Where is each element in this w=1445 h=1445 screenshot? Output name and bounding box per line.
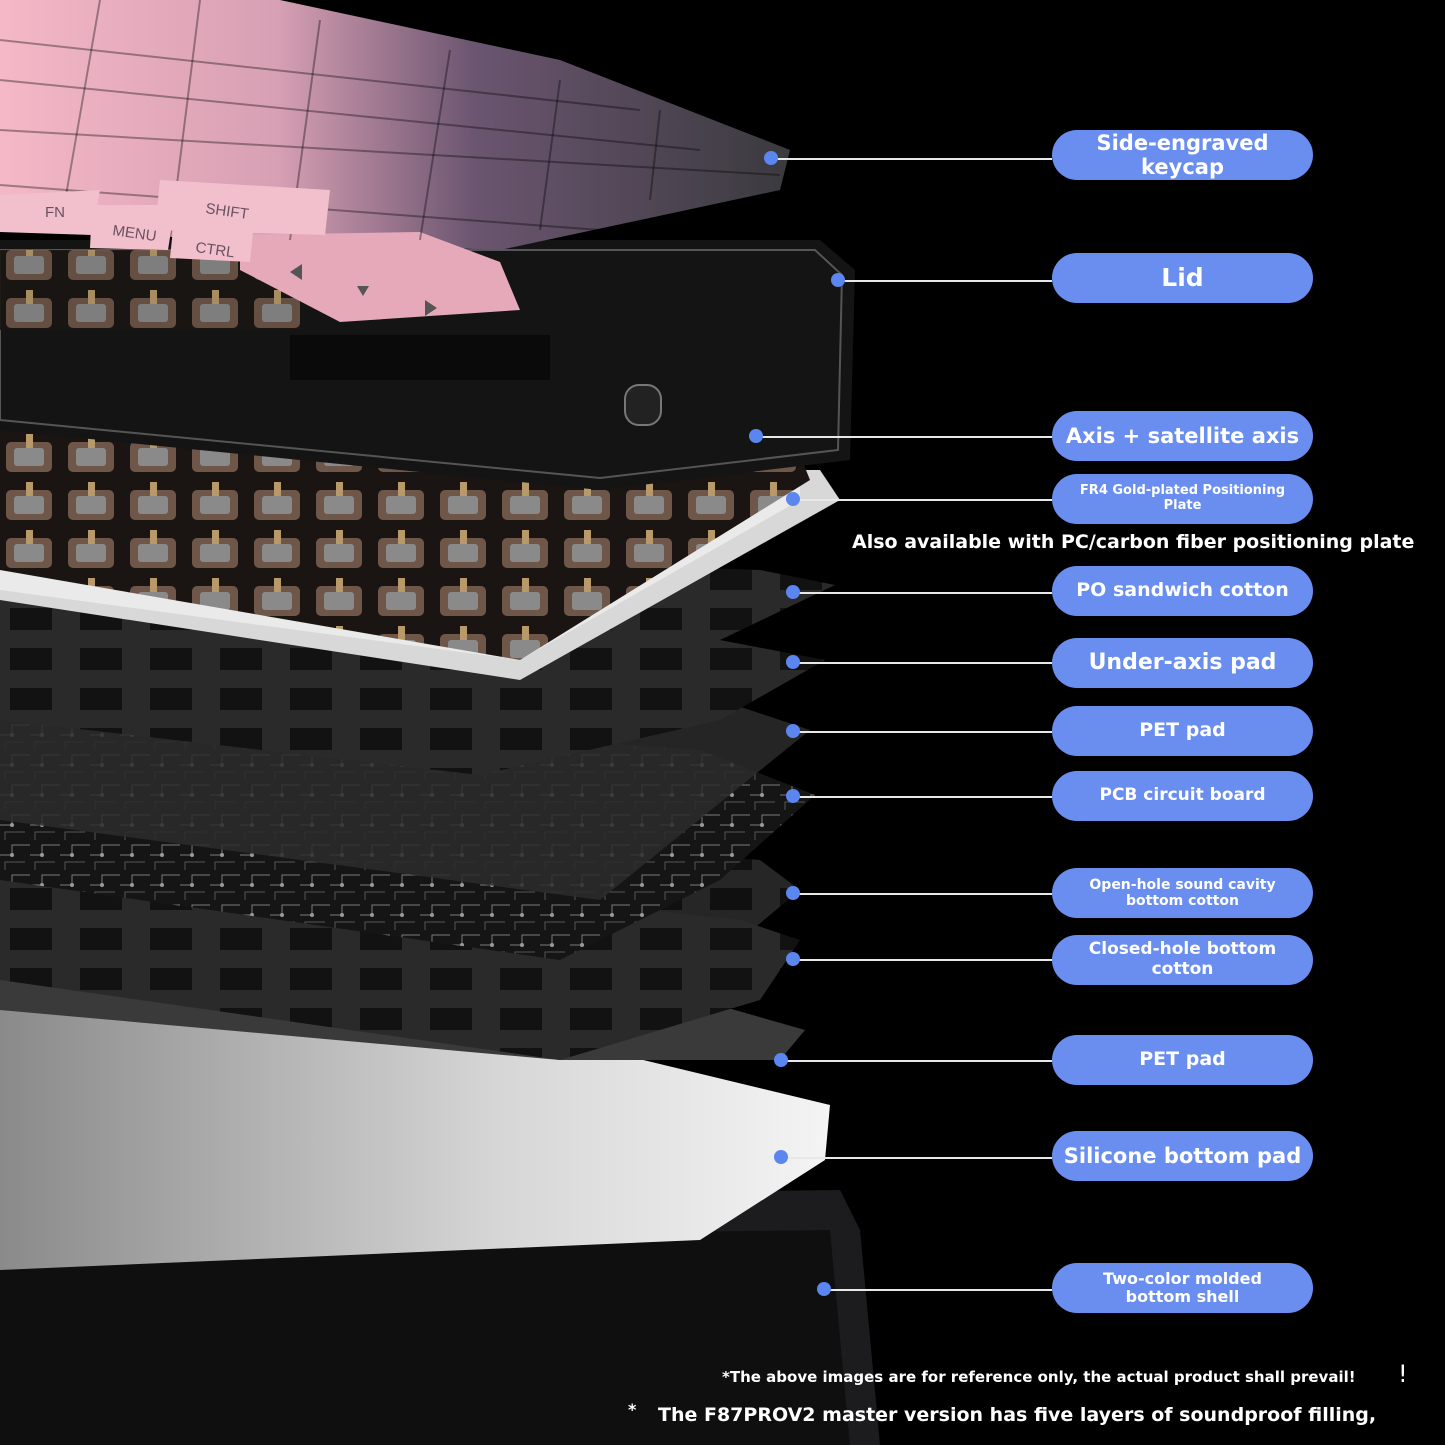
leader-axis <box>756 436 1052 438</box>
bottom-note-text: The F87PROV2 master version has five lay… <box>658 1404 1377 1426</box>
arrow-key-glyphs <box>290 264 437 316</box>
label-under-axis: Under-axis pad <box>1052 638 1313 688</box>
leader-silicone <box>781 1157 1052 1159</box>
leader-shell <box>824 1289 1052 1291</box>
label-pet-2: PET pad <box>1052 1035 1313 1085</box>
keycap-legend-fn: FN <box>45 204 65 221</box>
leader-open-hole <box>793 893 1052 895</box>
dot-pet-1 <box>786 724 800 738</box>
dot-po-cotton <box>786 585 800 599</box>
label-lid: Lid <box>1052 253 1313 303</box>
disclaimer-exclamation: ! <box>1398 1360 1408 1388</box>
label-po-cotton: PO sandwich cotton <box>1052 566 1313 616</box>
leader-pcb <box>793 796 1052 798</box>
keycap-layer <box>0 0 790 322</box>
lid-layer <box>0 240 855 490</box>
label-pet-1: PET pad <box>1052 706 1313 756</box>
label-silicone: Silicone bottom pad <box>1052 1131 1313 1181</box>
dot-pcb <box>786 789 800 803</box>
dot-pet-2 <box>774 1053 788 1067</box>
leader-lid <box>838 280 1052 282</box>
leader-closed-hole <box>793 959 1052 961</box>
plate-alternative-note: Also available with PC/carbon fiber posi… <box>852 531 1415 553</box>
dot-plate <box>786 492 800 506</box>
dot-lid <box>831 273 845 287</box>
label-keycap: Side-engraved keycap <box>1052 130 1313 180</box>
dot-keycap <box>764 151 778 165</box>
dot-axis <box>749 429 763 443</box>
leader-plate <box>793 499 1052 501</box>
label-axis: Axis + satellite axis <box>1052 411 1313 461</box>
label-shell: Two-color molded bottom shell <box>1052 1263 1313 1313</box>
label-closed-hole: Closed-hole bottom cotton <box>1052 935 1313 985</box>
bottom-note-star: * <box>628 1400 637 1419</box>
leader-pet-1 <box>793 731 1052 733</box>
dot-under-axis <box>786 655 800 669</box>
dot-shell <box>817 1282 831 1296</box>
leader-keycap <box>771 158 1052 160</box>
dot-closed-hole <box>786 952 800 966</box>
dot-open-hole <box>786 886 800 900</box>
disclaimer-text: *The above images are for reference only… <box>722 1368 1356 1386</box>
leader-under-axis <box>793 662 1052 664</box>
leader-pet-2 <box>781 1060 1052 1062</box>
label-pcb: PCB circuit board <box>1052 771 1313 821</box>
keycap-legend-shift: SHIFT <box>204 200 249 223</box>
label-open-hole: Open-hole sound cavity bottom cotton <box>1052 868 1313 918</box>
keycap-legend-menu: MENU <box>111 222 157 245</box>
dot-silicone <box>774 1150 788 1164</box>
leader-po-cotton <box>793 592 1052 594</box>
keycap-legend-ctrl: CTRL <box>194 239 235 261</box>
label-plate: FR4 Gold-plated Positioning Plate <box>1052 474 1313 524</box>
